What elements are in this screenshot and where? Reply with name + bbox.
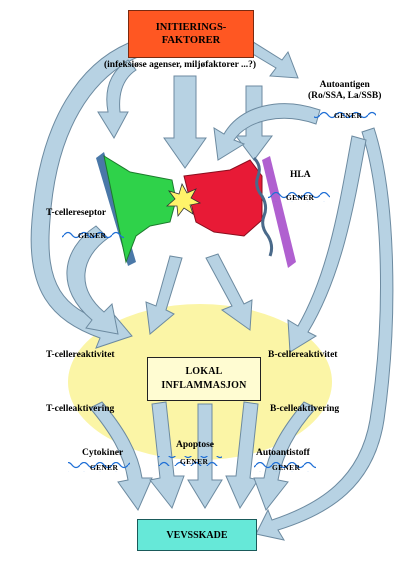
arrow-init-left-branch [97, 59, 137, 140]
b-cell-activation-label: B-celleaktivering [270, 404, 340, 414]
autoantigen-line2: (Ro/SSA, La/SSB) [308, 90, 382, 101]
arrow-init-to-left [30, 39, 141, 349]
tissue-damage-label: VEVSSKADE [166, 529, 228, 541]
autoantigen-label: Autoantigen (Ro/SSA, La/SSB) [308, 80, 381, 102]
arrow-init-to-complex [163, 75, 207, 169]
hla-membrane-wave [252, 156, 274, 257]
initiating-factors-subtitle: (infeksiøse agenser, miljøfaktorer ...?) [104, 60, 257, 70]
burst-icon [165, 182, 202, 218]
gene-wave-autoantibody [254, 462, 316, 472]
gene-wave-autoantigen [314, 110, 376, 120]
gene-label-tcr: GENER [78, 231, 107, 240]
gene-label-autoantibody: GENER [272, 463, 301, 472]
local-inflammation-line1: LOKAL [185, 366, 223, 377]
hla-membrane [262, 156, 296, 268]
arrow-autoantigen-loop [213, 103, 321, 161]
arrow-autoantigen-to-bcell [287, 135, 367, 353]
gene-label-cytokines: GENER [90, 463, 119, 472]
gene-wave-tcr [62, 230, 124, 240]
arrow-tcell-activation [89, 401, 153, 512]
apoptosis-label: Apoptose [176, 440, 215, 450]
t-cell-reactivity-label: T-cellereaktivitet [46, 350, 115, 360]
tissue-damage-box: VEVSSKADE [137, 519, 257, 551]
local-inflammation-box: LOKAL INFLAMMASJON [147, 357, 261, 401]
tcell-receptor-shape [103, 154, 177, 264]
initiating-factors-line1: INITIERINGS- [155, 21, 227, 33]
gene-wave-apoptosis [158, 456, 222, 466]
hla-shape [183, 159, 263, 237]
autoantibody-label: Autoantistoff [256, 448, 310, 458]
arrow-tcr-to-tcell [66, 225, 119, 335]
gene-wave-hla [268, 192, 330, 202]
cytokines-label: Cytokiner [82, 448, 124, 458]
arrow-complex-to-bcell [205, 253, 253, 331]
initiating-factors-box: INITIERINGS- FAKTORER [128, 10, 254, 58]
gene-label-apoptosis: GENER [180, 457, 209, 466]
b-cell-reactivity-label: B-cellereaktivitet [268, 350, 338, 360]
arrow-bcell-activation [253, 401, 317, 512]
arrow-complex-to-tcell [145, 255, 183, 335]
trimolecular-complex [96, 152, 296, 268]
gene-label-autoantigen: GENER [334, 111, 363, 120]
arrow-autoantibody [225, 401, 259, 510]
gene-label-hla: GENER [286, 193, 315, 202]
local-inflammation-line2: INFLAMMASJON [161, 380, 247, 391]
gene-wave-cytokines [68, 462, 130, 472]
arrow-autoantigen-to-damage [255, 127, 394, 541]
autoantigen-line1: Autoantigen [319, 80, 370, 90]
hla-label: HLA [290, 170, 311, 180]
t-cell-receptor-label: T-cellereseptor [46, 208, 107, 218]
initiating-factors-line2: FAKTORER [161, 35, 221, 46]
arrow-cytokines [149, 401, 185, 510]
t-cell-activation-label: T-celleaktivering [46, 404, 115, 414]
